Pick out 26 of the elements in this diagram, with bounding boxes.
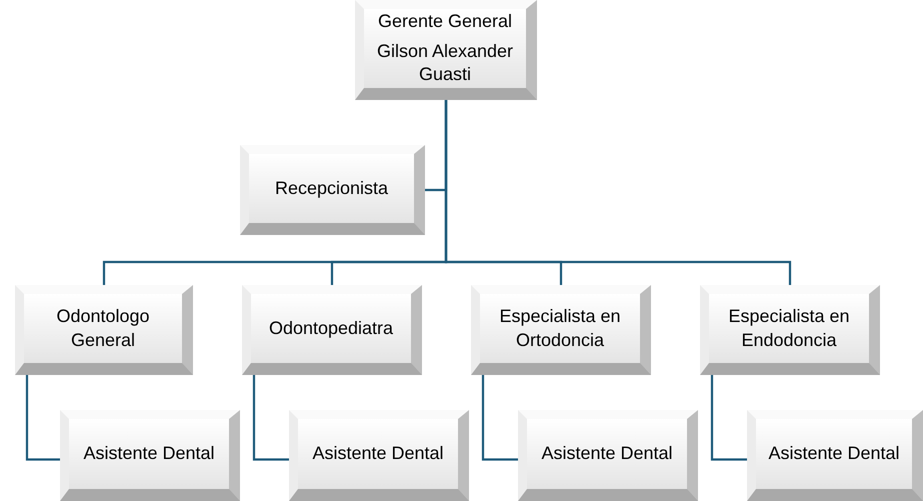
role-label: Asistente Dental xyxy=(541,442,673,466)
role-label: Especialista en Endodoncia xyxy=(727,305,851,352)
org-chart-box xyxy=(355,0,537,100)
role-label: Gerente General xyxy=(378,10,512,34)
role-label: Asistente Dental xyxy=(312,442,444,466)
org-chart-box xyxy=(15,285,193,375)
connector-line xyxy=(26,375,60,461)
org-chart-box xyxy=(240,145,425,235)
connector-line xyxy=(710,375,747,461)
role-label: Asistente Dental xyxy=(83,442,215,466)
role-label: Asistente Dental xyxy=(768,442,900,466)
org-chart-box xyxy=(700,285,880,375)
role-label: Odontologo General xyxy=(55,305,151,352)
org-chart-box xyxy=(471,285,651,375)
connector-line xyxy=(444,100,792,285)
org-chart-box xyxy=(242,285,422,375)
org-chart-box xyxy=(60,410,240,501)
org-chart-box xyxy=(747,410,923,501)
connector-line xyxy=(252,375,289,461)
name-label: Gilson Alexander Guasti xyxy=(376,40,514,86)
role-label: Odontopediatra xyxy=(268,316,394,340)
role-label: Recepcionista xyxy=(274,176,388,200)
role-label: Especialista en Ortodoncia xyxy=(498,305,622,352)
connector-line xyxy=(482,375,518,461)
org-chart-box xyxy=(289,410,469,501)
org-chart-box xyxy=(518,410,698,501)
